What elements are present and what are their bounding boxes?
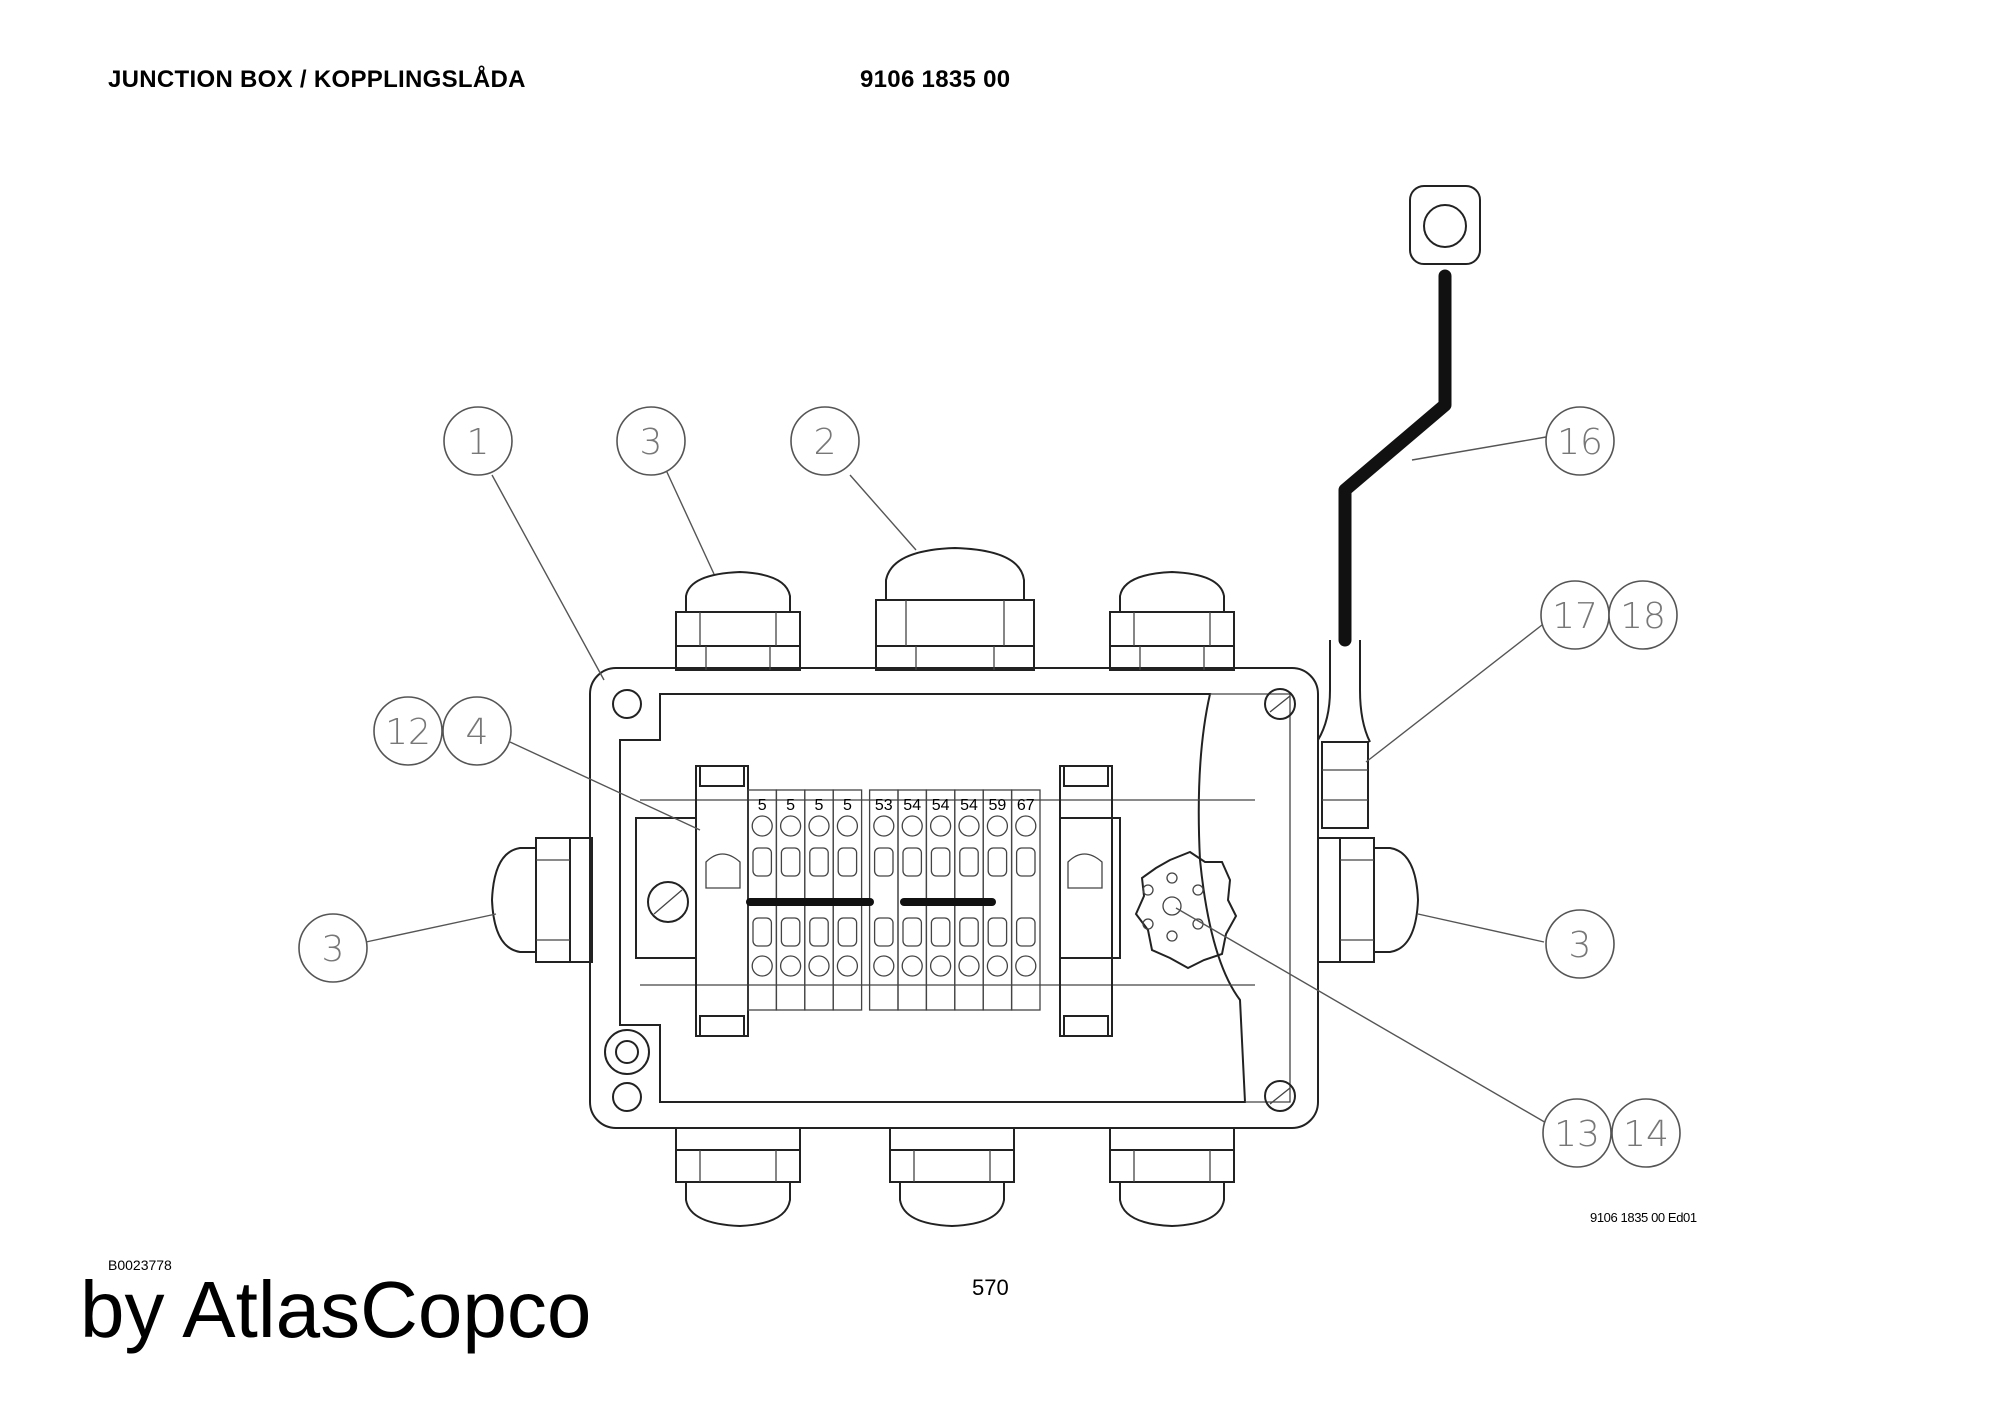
terminal-label: 54: [903, 797, 921, 814]
side-cable-glands: [490, 741, 1420, 963]
terminal-label: 67: [1017, 797, 1035, 814]
item-balloon: 12: [373, 696, 443, 766]
leader-lines: [365, 436, 1549, 1125]
drawing-code: B0023778: [108, 1257, 172, 1273]
svg-text:13: 13: [1554, 1114, 1600, 1155]
item-balloon: 14: [1611, 1098, 1681, 1168]
part-number: 9106 1835 00: [860, 66, 1011, 93]
item-balloon: 17: [1540, 580, 1610, 650]
svg-text:14: 14: [1623, 1114, 1669, 1155]
svg-text:18: 18: [1620, 596, 1666, 637]
edition-label: 9106 1835 00 Ed01: [1590, 1210, 1697, 1225]
terminal-label: 54: [960, 797, 978, 814]
terminal-label: 54: [932, 797, 950, 814]
item-balloon: 2: [790, 406, 860, 476]
svg-text:17: 17: [1552, 596, 1598, 637]
top-cable-glands: [675, 546, 1235, 671]
svg-text:3: 3: [322, 929, 345, 970]
brand-logo-text: by AtlasCopco: [80, 1265, 592, 1354]
terminal-block: 53: [868, 789, 899, 1011]
earth-cable: [1317, 185, 1481, 743]
item-balloon: 3: [616, 406, 686, 476]
svg-text:4: 4: [466, 712, 489, 753]
terminal-label: 5: [843, 797, 852, 814]
terminal-label: 53: [875, 797, 893, 814]
terminal-label: 59: [989, 797, 1007, 814]
terminal-label: 5: [758, 797, 767, 814]
svg-text:16: 16: [1557, 422, 1603, 463]
drawing-title: JUNCTION BOX / KOPPLINGSLÅDA: [108, 66, 526, 93]
item-balloon: 13: [1542, 1098, 1612, 1168]
item-balloon: 3: [298, 913, 368, 983]
item-balloon: 4: [442, 696, 512, 766]
item-balloon: 1: [443, 406, 513, 476]
svg-text:1: 1: [467, 422, 490, 463]
svg-text:2: 2: [814, 422, 837, 463]
page-number: 570: [972, 1275, 1009, 1300]
item-balloon: 3: [1545, 909, 1615, 979]
svg-text:3: 3: [640, 422, 663, 463]
svg-text:12: 12: [385, 712, 431, 753]
terminal-label: 5: [786, 797, 795, 814]
terminal-label: 5: [815, 797, 824, 814]
round-connector: [1134, 850, 1238, 970]
item-balloon: 18: [1608, 580, 1678, 650]
terminal-block: 67: [1010, 789, 1041, 1011]
item-balloon: 16: [1545, 406, 1615, 476]
bottom-cable-glands: [675, 1127, 1235, 1228]
svg-text:3: 3: [1569, 925, 1592, 966]
